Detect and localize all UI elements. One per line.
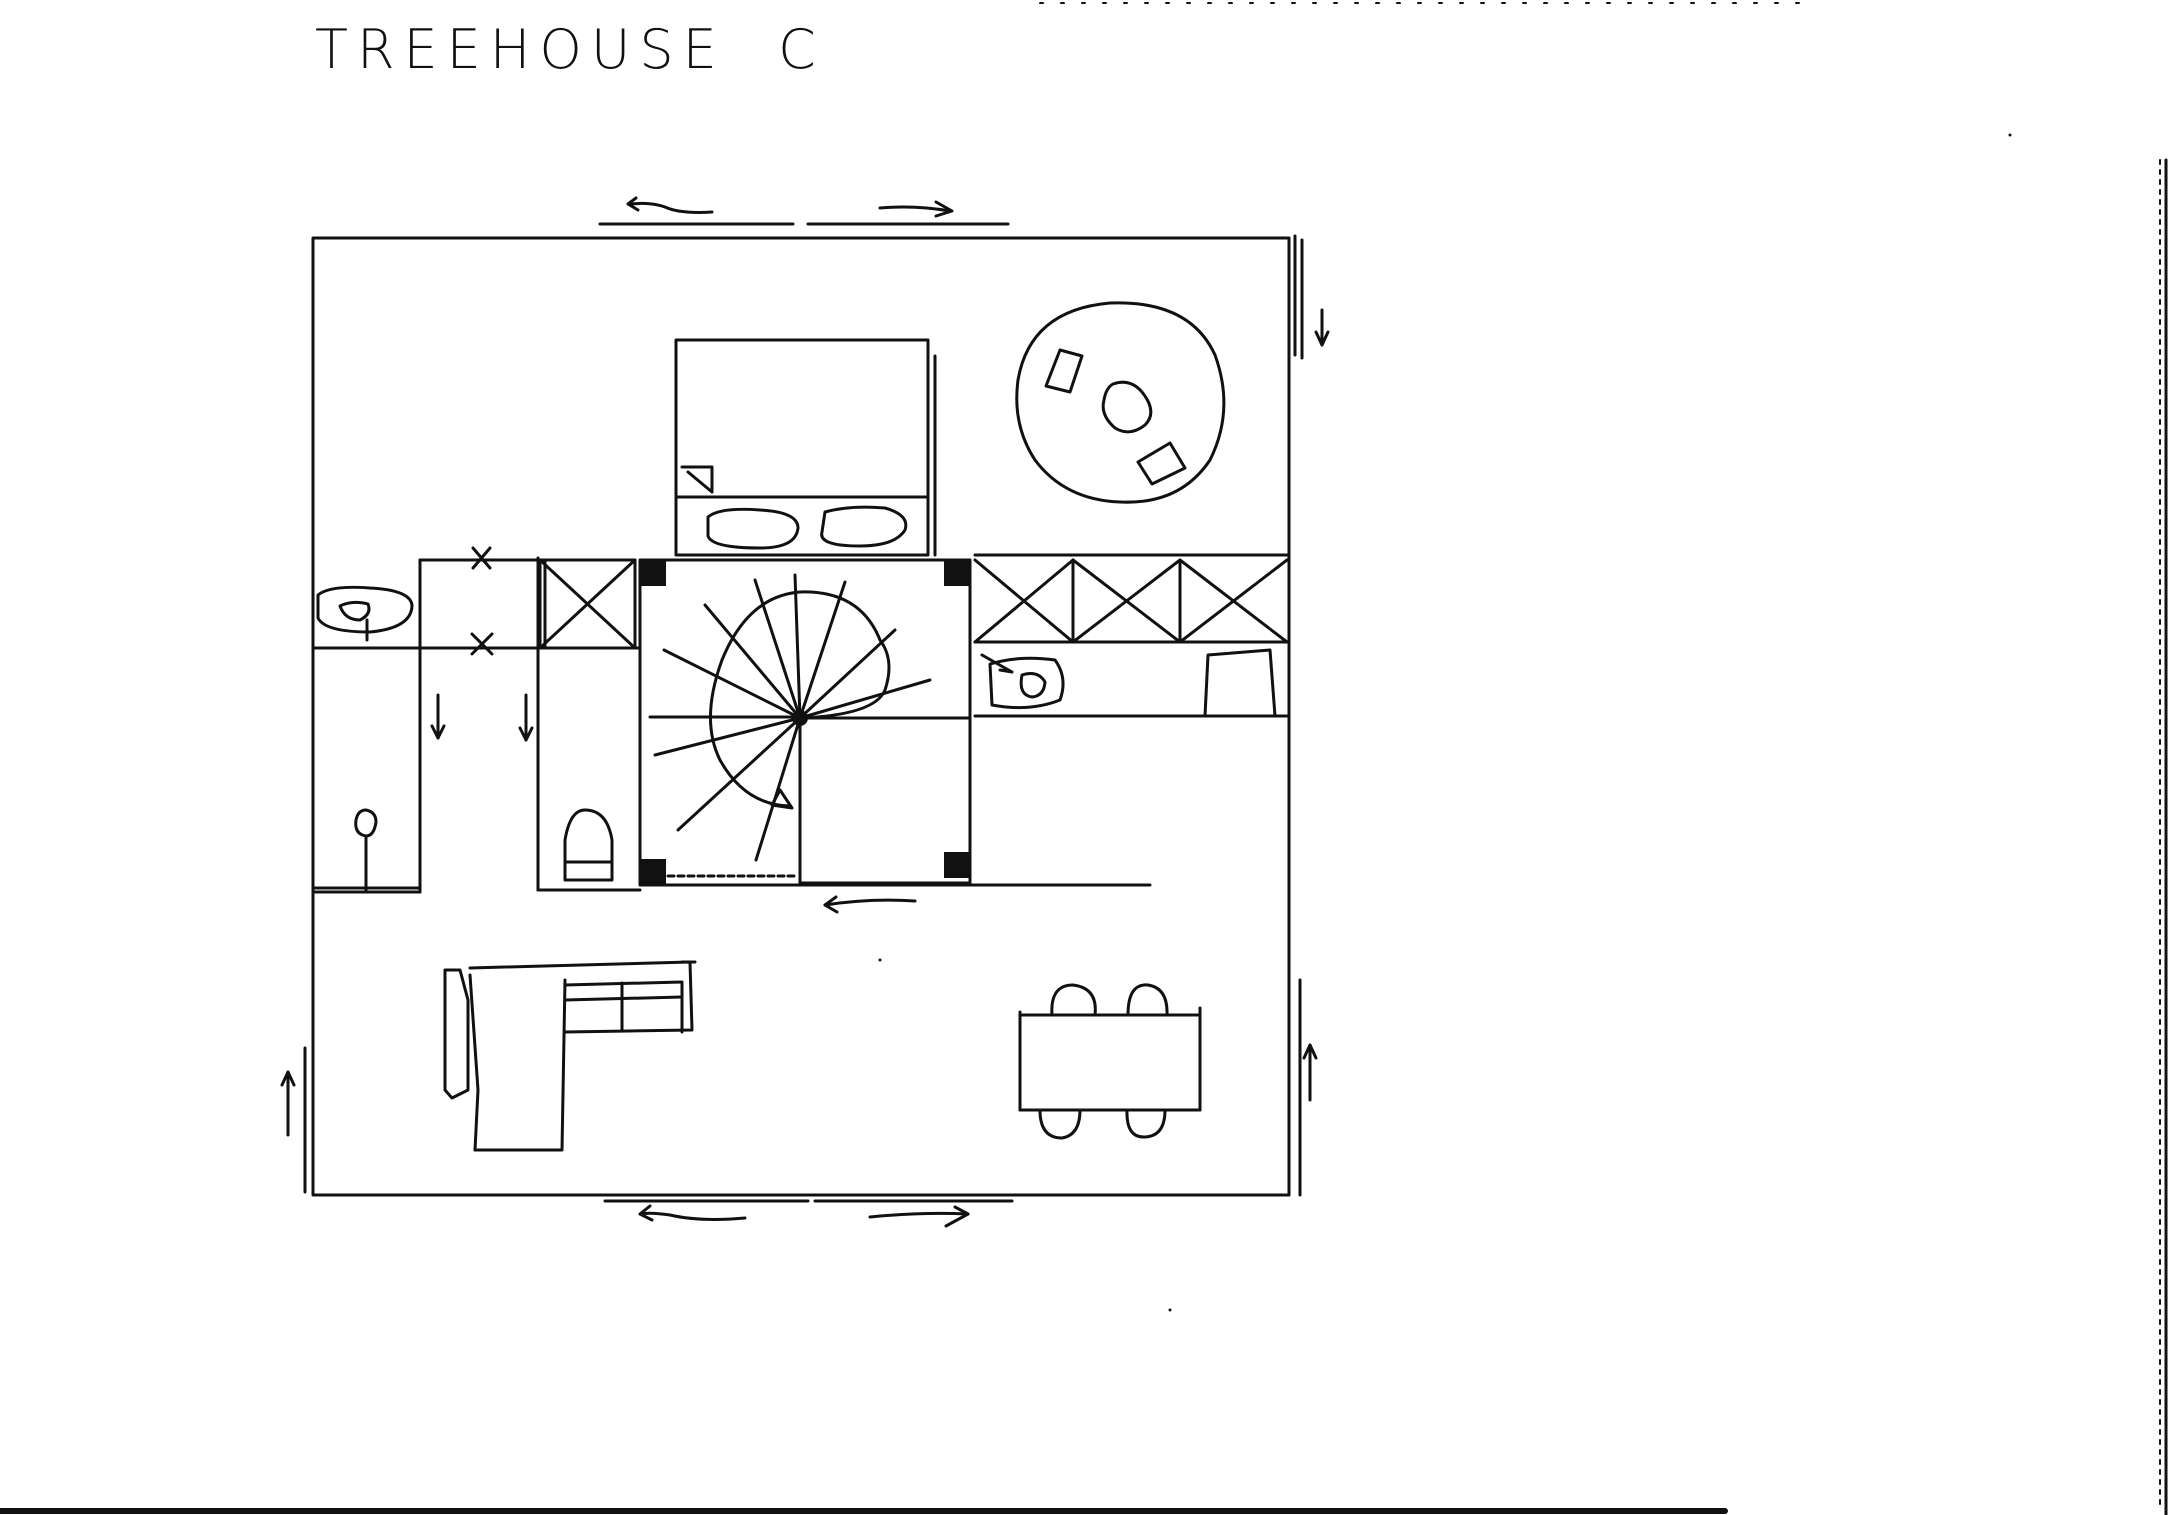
column-hatch-icon [640,859,666,885]
hall-door-arrows [430,693,534,742]
spiral-stair [638,558,972,887]
chair [1038,1108,1082,1140]
column-hatch-icon [944,852,970,878]
chair [1126,983,1169,1017]
kitchenette [980,648,1277,718]
toilet [563,808,614,882]
column-hatch-icon [640,560,666,586]
columns [640,560,970,885]
pillow [706,507,800,550]
bottom-sliding-door [603,1199,1014,1228]
kitchen-sink [988,656,1065,710]
round-table [1015,301,1226,504]
bed [674,338,930,557]
dining-table [1018,983,1202,1140]
plan-title: TREEHOUSE C [315,18,825,81]
closets [538,558,1289,650]
arrow-icon [823,898,917,907]
chair [1050,983,1097,1017]
bathroom [316,585,614,892]
arrow-icon [878,205,952,213]
column-hatch-icon [944,560,970,586]
arrow-icon [638,1211,747,1221]
arrow-icon [868,1211,970,1219]
x-mark-icon [471,546,492,570]
sofa [443,960,697,1152]
sink [316,585,414,634]
x-mark-icon [470,632,494,656]
hall-marks [470,546,494,656]
pillow [820,505,908,548]
stair-landing [798,716,972,885]
arrow-icon [630,201,714,214]
right-bottom-door-arrow [1302,1043,1318,1102]
chair [1125,1108,1167,1139]
stair-treads [653,573,932,862]
right-top-door-arrow [1300,238,1330,360]
lamp [354,808,378,838]
stair-landing-arrow [823,895,917,914]
top-sliding-door [598,196,1010,226]
door-arrows [280,196,1330,1228]
bedroom [674,338,937,557]
left-bottom-door-arrow [280,1070,296,1137]
